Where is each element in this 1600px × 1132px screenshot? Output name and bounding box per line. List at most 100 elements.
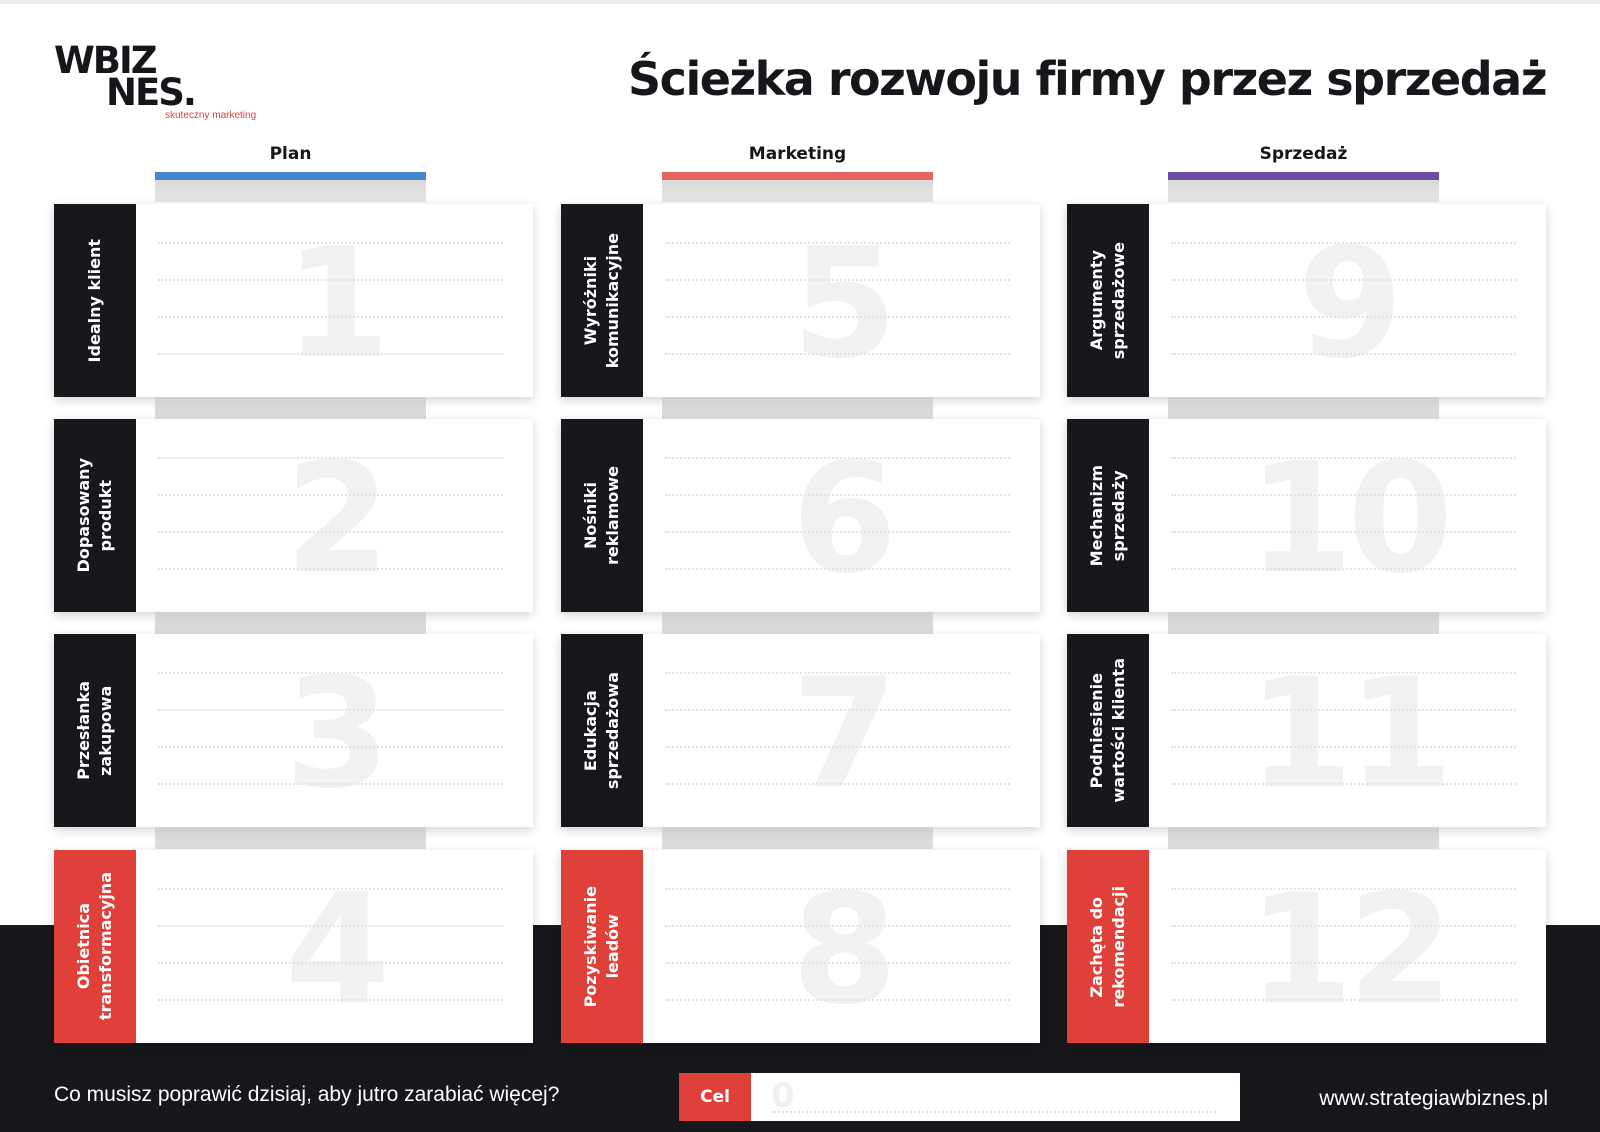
- step-card-6[interactable]: 6 Nośniki reklamowe: [561, 419, 1040, 612]
- step-card-number: 1: [284, 215, 391, 392]
- step-card-writing-lines[interactable]: [158, 204, 503, 397]
- writing-line: [1171, 709, 1516, 711]
- step-card-tab: Nośniki reklamowe: [561, 419, 643, 612]
- step-card-writing-lines[interactable]: [1171, 419, 1516, 612]
- step-card-label: Edukacja sprzedażowa: [581, 671, 622, 790]
- step-card-writing-lines[interactable]: [665, 419, 1010, 612]
- column-color-bar: [662, 172, 933, 180]
- card-connector: [662, 827, 933, 849]
- goal-writing-line: [771, 1111, 1216, 1113]
- writing-line: [665, 242, 1010, 244]
- step-card-label: Mechanizm sprzedaży: [1087, 464, 1128, 567]
- step-card-writing-lines[interactable]: [665, 634, 1010, 827]
- step-card-tab: Pozyskiwanie leadów: [561, 850, 643, 1043]
- column-header-shadow: [155, 180, 426, 202]
- step-card-writing-lines[interactable]: [1171, 850, 1516, 1043]
- footer-question: Co musisz poprawić dzisiaj, aby jutro za…: [54, 1083, 560, 1106]
- writing-line: [1171, 568, 1516, 570]
- logo-line-2: NES.: [106, 71, 197, 114]
- card-connector: [155, 612, 426, 634]
- column-color-bar: [155, 172, 426, 180]
- goal-label: Cel: [679, 1073, 751, 1121]
- writing-line: [665, 494, 1010, 496]
- step-card-writing-lines[interactable]: [158, 850, 503, 1043]
- writing-line: [665, 746, 1010, 748]
- step-card-5[interactable]: 5 Wyróżniki komunikacyjne: [561, 204, 1040, 397]
- card-connector: [662, 612, 933, 634]
- website-link[interactable]: www.strategiawbiznes.pl: [1319, 1087, 1548, 1110]
- writing-line: [158, 457, 503, 459]
- step-card-number: 5: [791, 215, 898, 392]
- card-connector: [155, 827, 426, 849]
- writing-line: [665, 962, 1010, 964]
- writing-line: [158, 568, 503, 570]
- step-card-writing-lines[interactable]: [1171, 634, 1516, 827]
- step-card-label: Pozyskiwanie leadów: [581, 885, 622, 1008]
- step-card-1[interactable]: 1 Idealny klient: [54, 204, 533, 397]
- step-card-7[interactable]: 7 Edukacja sprzedażowa: [561, 634, 1040, 827]
- step-card-writing-lines[interactable]: [158, 419, 503, 612]
- goal-field[interactable]: Cel 0: [679, 1073, 1240, 1121]
- step-card-number: 6: [791, 430, 898, 607]
- step-card-writing-lines[interactable]: [665, 204, 1010, 397]
- step-card-label: Obietnica transformacyjna: [74, 872, 115, 1021]
- writing-line: [1171, 316, 1516, 318]
- step-card-label: Nośniki reklamowe: [581, 466, 622, 565]
- writing-line: [1171, 783, 1516, 785]
- writing-line: [158, 999, 503, 1001]
- step-card-writing-lines[interactable]: [1171, 204, 1516, 397]
- writing-line: [158, 353, 503, 355]
- logo: WBIZ NES. skuteczny marketing: [54, 39, 256, 122]
- step-card-label: Wyróżniki komunikacyjne: [581, 232, 622, 369]
- writing-line: [1171, 279, 1516, 281]
- writing-line: [665, 999, 1010, 1001]
- column-header-shadow: [662, 180, 933, 202]
- writing-line: [1171, 999, 1516, 1001]
- card-connector: [662, 397, 933, 419]
- writing-line: [665, 316, 1010, 318]
- column-header-2: Marketing: [662, 144, 933, 180]
- writing-line: [158, 888, 503, 890]
- goal-ghost-number: 0: [771, 1076, 795, 1116]
- writing-line: [158, 279, 503, 281]
- writing-line: [1171, 531, 1516, 533]
- step-card-writing-lines[interactable]: [158, 634, 503, 827]
- writing-line: [1171, 962, 1516, 964]
- step-card-writing-lines[interactable]: [665, 850, 1010, 1043]
- writing-line: [1171, 925, 1516, 927]
- writing-line: [158, 242, 503, 244]
- step-card-tab: Zachęta do rekomendacji: [1067, 850, 1149, 1043]
- step-card-tab: Podniesienie wartości klienta: [1067, 634, 1149, 827]
- writing-line: [665, 568, 1010, 570]
- writing-line: [158, 925, 503, 927]
- step-card-tab: Idealny klient: [54, 204, 136, 397]
- logo-line-1: WBIZ: [54, 39, 158, 82]
- step-card-label: Zachęta do rekomendacji: [1087, 885, 1128, 1008]
- step-card-tab: Obietnica transformacyjna: [54, 850, 136, 1043]
- step-card-tab: Argumenty sprzedażowe: [1067, 204, 1149, 397]
- writing-line: [665, 353, 1010, 355]
- writing-line: [665, 531, 1010, 533]
- column-color-bar: [1168, 172, 1439, 180]
- writing-line: [158, 746, 503, 748]
- logo-subtitle: skuteczny marketing: [165, 110, 257, 121]
- writing-line: [665, 709, 1010, 711]
- card-connector: [155, 397, 426, 419]
- writing-line: [665, 888, 1010, 890]
- writing-line: [1171, 353, 1516, 355]
- card-connector: [1168, 827, 1439, 849]
- writing-line: [158, 672, 503, 674]
- step-card-number: 10: [1247, 430, 1454, 607]
- step-card-number: 7: [791, 645, 898, 822]
- writing-line: [1171, 494, 1516, 496]
- step-card-10[interactable]: 10 Mechanizm sprzedaży: [1067, 419, 1546, 612]
- step-card-label: Dopasowany produkt: [74, 458, 115, 573]
- writing-line: [665, 925, 1010, 927]
